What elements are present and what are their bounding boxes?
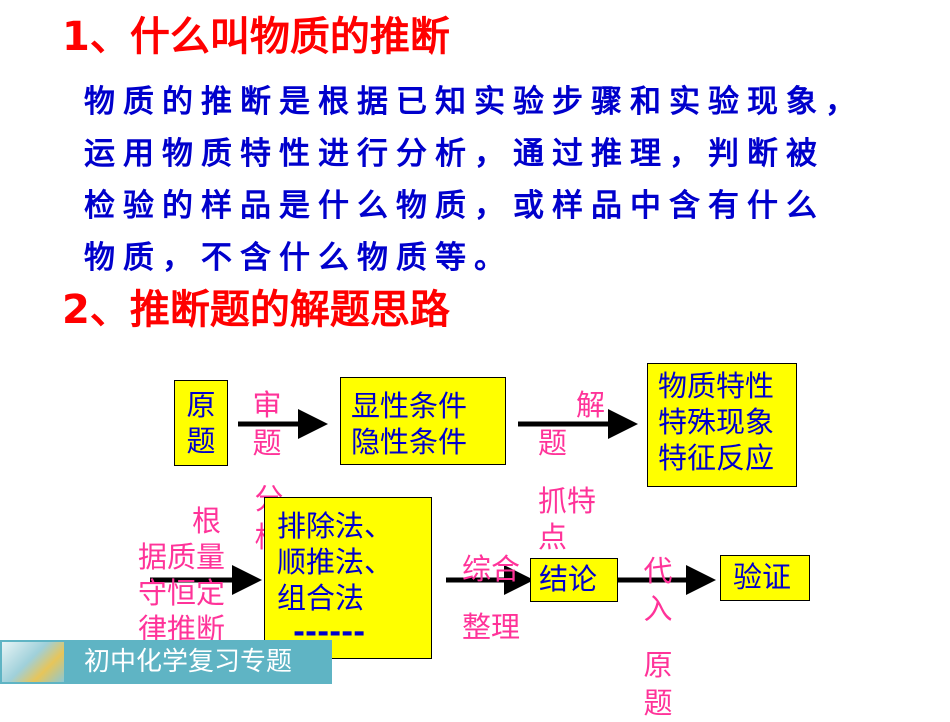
box-methods: 排除法、 顺推法、 组合法 ------ [264, 497, 432, 659]
box-conclusion: 结论 [530, 558, 618, 602]
footer-banner: 初中化学复习专题 [0, 640, 332, 684]
method-item: 排除法、 [277, 509, 394, 543]
paragraph-line: 检验的样品是什么物质，或样品中含有什么 [84, 188, 825, 224]
label-jie: 解 [576, 386, 605, 424]
label-ti: 题 [538, 424, 567, 462]
label-original-question: 原题 [643, 648, 673, 720]
label-zhuate-line2: 点 [538, 520, 568, 554]
box-original-question: 原题 [174, 380, 228, 466]
label-zhengli: 整理 [462, 610, 521, 644]
label-jieti-char1: 解 [576, 388, 606, 422]
paragraph-line: 物质的推断是根据已知实验步骤和实验现象， [84, 84, 864, 120]
condition-implicit: 隐性条件 [351, 425, 468, 459]
definition-paragraph: 物质的推断是根据已知实验步骤和实验现象， 运用物质特性进行分析，通过推理，判断被… [84, 76, 864, 284]
label-mass-line1: 根 [192, 504, 222, 538]
feature-item: 特殊现象 [658, 405, 775, 439]
label-zonghe: 综合 [462, 552, 521, 586]
heading-2: 2、推断题的解题思路 [62, 287, 450, 333]
box-verify: 验证 [720, 555, 810, 601]
label-mass-line3: 守恒定 [138, 576, 226, 610]
condition-explicit: 显性条件 [351, 389, 468, 423]
heading-1: 1、什么叫物质的推断 [62, 14, 450, 60]
footer-title: 初中化学复习专题 [84, 641, 293, 683]
label-dairu: 代入 [643, 554, 673, 626]
box-conditions: 显性条件 隐性条件 [340, 377, 506, 465]
paragraph-line: 运用物质特性进行分析，通过推理，判断被 [84, 136, 825, 172]
method-item: 组合法 [277, 581, 365, 615]
box-original-question-text: 原题 [186, 388, 216, 458]
label-mass-line2: 据质量 [138, 540, 226, 574]
flask-image-icon [2, 642, 64, 682]
paragraph-line: 物质，不含什么物质等。 [84, 240, 513, 276]
label-jieti-char2: 题 [538, 426, 568, 460]
label-shenti: 审题 [252, 388, 282, 460]
feature-item: 物质特性 [658, 369, 775, 403]
feature-item: 特征反应 [658, 441, 775, 475]
box-features: 物质特性 特殊现象 特征反应 [647, 363, 797, 487]
label-zhuate-line1: 抓特 [538, 484, 597, 518]
method-item: 顺推法、 [277, 545, 394, 579]
